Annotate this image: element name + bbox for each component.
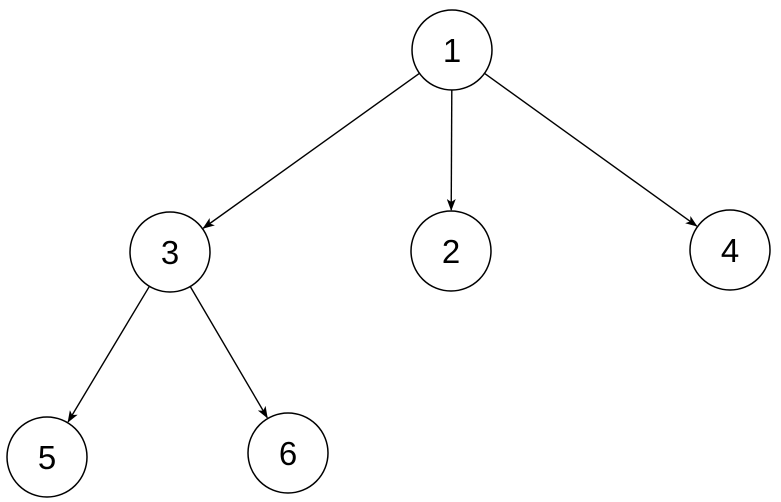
edges-layer (67, 72, 698, 423)
tree-node-circle-5 (6, 416, 88, 498)
tree-node-1: 1 (411, 9, 493, 91)
tree-node-4: 4 (689, 209, 771, 291)
tree-edge-1-4 (484, 72, 698, 227)
tree-node-circle-1 (411, 9, 493, 91)
tree-node-circle-2 (410, 210, 492, 292)
nodes-layer: 1 3 2 4 5 6 (6, 9, 771, 498)
tree-edge-1-3 (202, 72, 420, 229)
tree-node-label-5: 5 (38, 439, 56, 476)
tree-node-circle-3 (129, 211, 211, 293)
tree-node-2: 2 (410, 210, 492, 292)
tree-node-label-6: 6 (279, 435, 297, 472)
tree-node-label-1: 1 (443, 32, 461, 69)
tree-node-circle-4 (689, 209, 771, 291)
tree-node-label-2: 2 (442, 233, 460, 270)
tree-edge-3-6 (189, 286, 268, 419)
tree-edge-3-5 (67, 285, 151, 423)
tree-node-5: 5 (6, 416, 88, 498)
tree-node-label-4: 4 (721, 232, 739, 269)
tree-node-label-3: 3 (161, 234, 179, 271)
tree-node-3: 3 (129, 211, 211, 293)
tree-node-6: 6 (247, 412, 329, 494)
tree-node-circle-6 (247, 412, 329, 494)
tree-edge-1-2 (446, 89, 456, 212)
